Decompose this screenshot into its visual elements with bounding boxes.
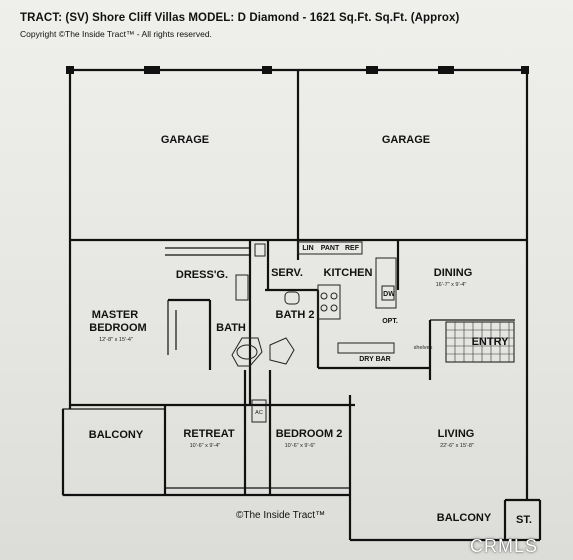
entry-tile — [445, 321, 515, 363]
crmls-watermark: CRMLS — [470, 536, 539, 556]
dining-label: DINING — [434, 267, 473, 279]
living-label: LIVING — [438, 428, 475, 440]
kitchen-label: KITCHEN — [324, 267, 373, 279]
balcony-walls — [62, 408, 507, 540]
shelves-label: shelves — [414, 345, 433, 351]
kitchen-counters — [297, 241, 397, 354]
bath-label: BATH — [216, 322, 246, 334]
bath2-label: BATH 2 — [276, 309, 315, 321]
balcony-right-label: BALCONY — [437, 512, 492, 524]
inside-tract-watermark: ©The Inside Tract™ — [236, 510, 326, 521]
storage-label: ST. — [516, 514, 532, 526]
master-label: MASTER — [92, 309, 139, 321]
bedroom2-dimensions: 10'-6" x 9'-6" — [285, 443, 316, 449]
garage-posts — [66, 66, 529, 74]
interior-walls — [70, 240, 515, 495]
dw-label: DW — [383, 291, 395, 298]
living-dimensions: 22'-6" x 15'-8" — [440, 443, 474, 449]
dining-dimensions: 16'-7" x 9'-4" — [436, 282, 467, 288]
dry-bar-label: DRY BAR — [359, 356, 391, 363]
master-dimensions: 12'-8" x 15'-4" — [99, 337, 133, 343]
opt-label: OPT. — [382, 318, 398, 325]
retreat-label: RETREAT — [183, 428, 234, 440]
garage-right-label: GARAGE — [382, 134, 430, 146]
bath-fixtures — [231, 243, 300, 423]
lin-label: LIN — [302, 245, 313, 252]
balcony-left-label: BALCONY — [89, 429, 144, 441]
master-label-line2: BEDROOM — [89, 322, 146, 334]
retreat-dimensions: 10'-6" x 9'-4" — [190, 443, 221, 449]
serv-label: SERV. — [271, 267, 303, 279]
garage-left-label: GARAGE — [161, 134, 209, 146]
bedroom2-label: BEDROOM 2 — [276, 428, 343, 440]
exterior-walls — [61, 68, 542, 542]
plan-title: TRACT: (SV) Shore Cliff Villas MODEL: D … — [20, 12, 460, 24]
ref-label: REF — [345, 245, 360, 252]
copyright-line: Copyright ©The Inside Tract™ - All right… — [20, 29, 212, 39]
entry-label: ENTRY — [472, 336, 510, 348]
ac-label: AC — [255, 410, 263, 416]
garage-walls — [70, 70, 527, 242]
dressing-label: DRESS'G. — [176, 269, 228, 281]
pant-label: PANT — [321, 245, 340, 252]
